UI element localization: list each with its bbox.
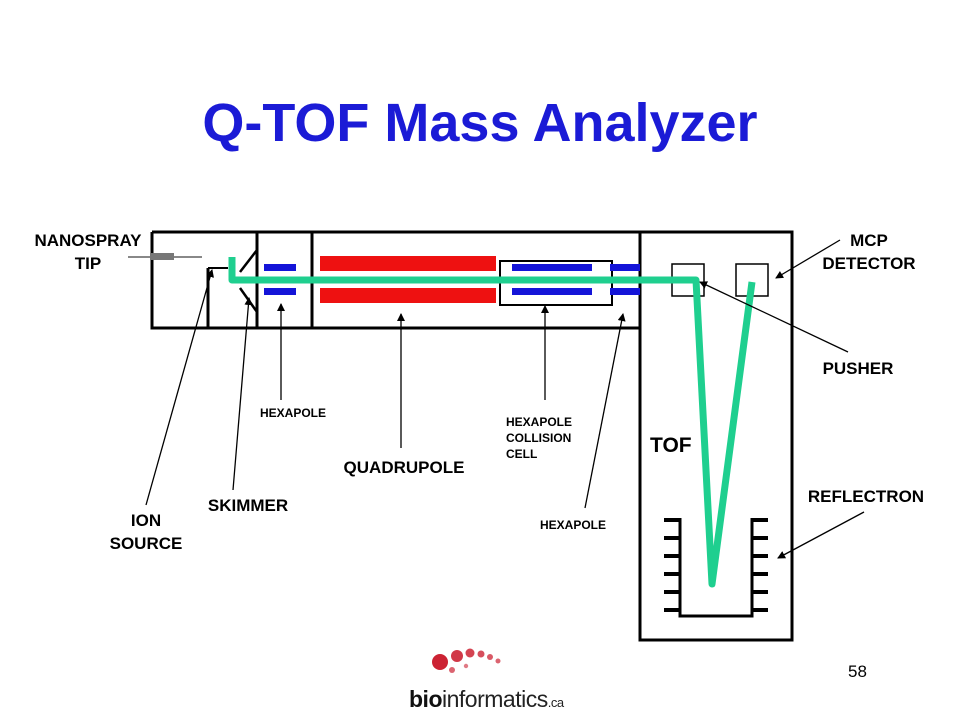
label-ion: ION	[131, 511, 161, 530]
arrow-reflectron	[777, 511, 865, 559]
page-title: Q-TOF Mass Analyzer	[202, 93, 758, 153]
logo-text: bioinformatics.ca	[409, 686, 564, 713]
arrow-mcp-detector	[775, 239, 841, 279]
hexapole-right-rods	[610, 264, 640, 295]
logo-text-bold: bio	[409, 686, 443, 712]
label-tof: TOF	[650, 434, 692, 457]
logo-dots-icon	[432, 648, 501, 673]
page-number: 58	[848, 662, 867, 681]
label-hexapole-right: HEXAPOLE	[540, 518, 606, 532]
hexapole-left-rods	[264, 264, 296, 295]
label-hexapole-left: HEXAPOLE	[260, 406, 326, 420]
label-nanospray-tip: TIP	[75, 254, 101, 273]
label-skimmer: SKIMMER	[208, 496, 288, 515]
label-quadrupole: QUADRUPOLE	[344, 458, 465, 477]
nanospray-tip	[128, 253, 202, 260]
arrow-hexapole-right	[584, 313, 626, 509]
instrument-housing	[150, 230, 794, 642]
label-source: SOURCE	[110, 534, 183, 553]
label-mcp: MCP	[850, 231, 888, 250]
logo-text-regular: informatics	[442, 686, 548, 712]
label-detector: DETECTOR	[822, 254, 915, 273]
logo-text-suffix: .ca	[547, 695, 564, 710]
label-collision-line2: COLLISION	[506, 431, 571, 445]
reflectron	[664, 518, 768, 618]
arrow-ion-source	[145, 269, 214, 506]
pointer-arrows	[145, 239, 865, 559]
arrow-pusher	[699, 281, 849, 353]
bioinformatics-logo: bioinformatics.ca	[400, 640, 564, 716]
label-collision-line3: CELL	[506, 447, 537, 461]
quadrupole-rods	[320, 256, 496, 303]
label-reflectron: REFLECTRON	[808, 487, 924, 506]
arrow-skimmer	[232, 297, 253, 491]
label-collision-line1: HEXAPOLE	[506, 415, 572, 429]
ion-path	[228, 257, 756, 588]
label-nanospray: NANOSPRAY	[34, 231, 142, 250]
label-pusher: PUSHER	[823, 359, 894, 378]
